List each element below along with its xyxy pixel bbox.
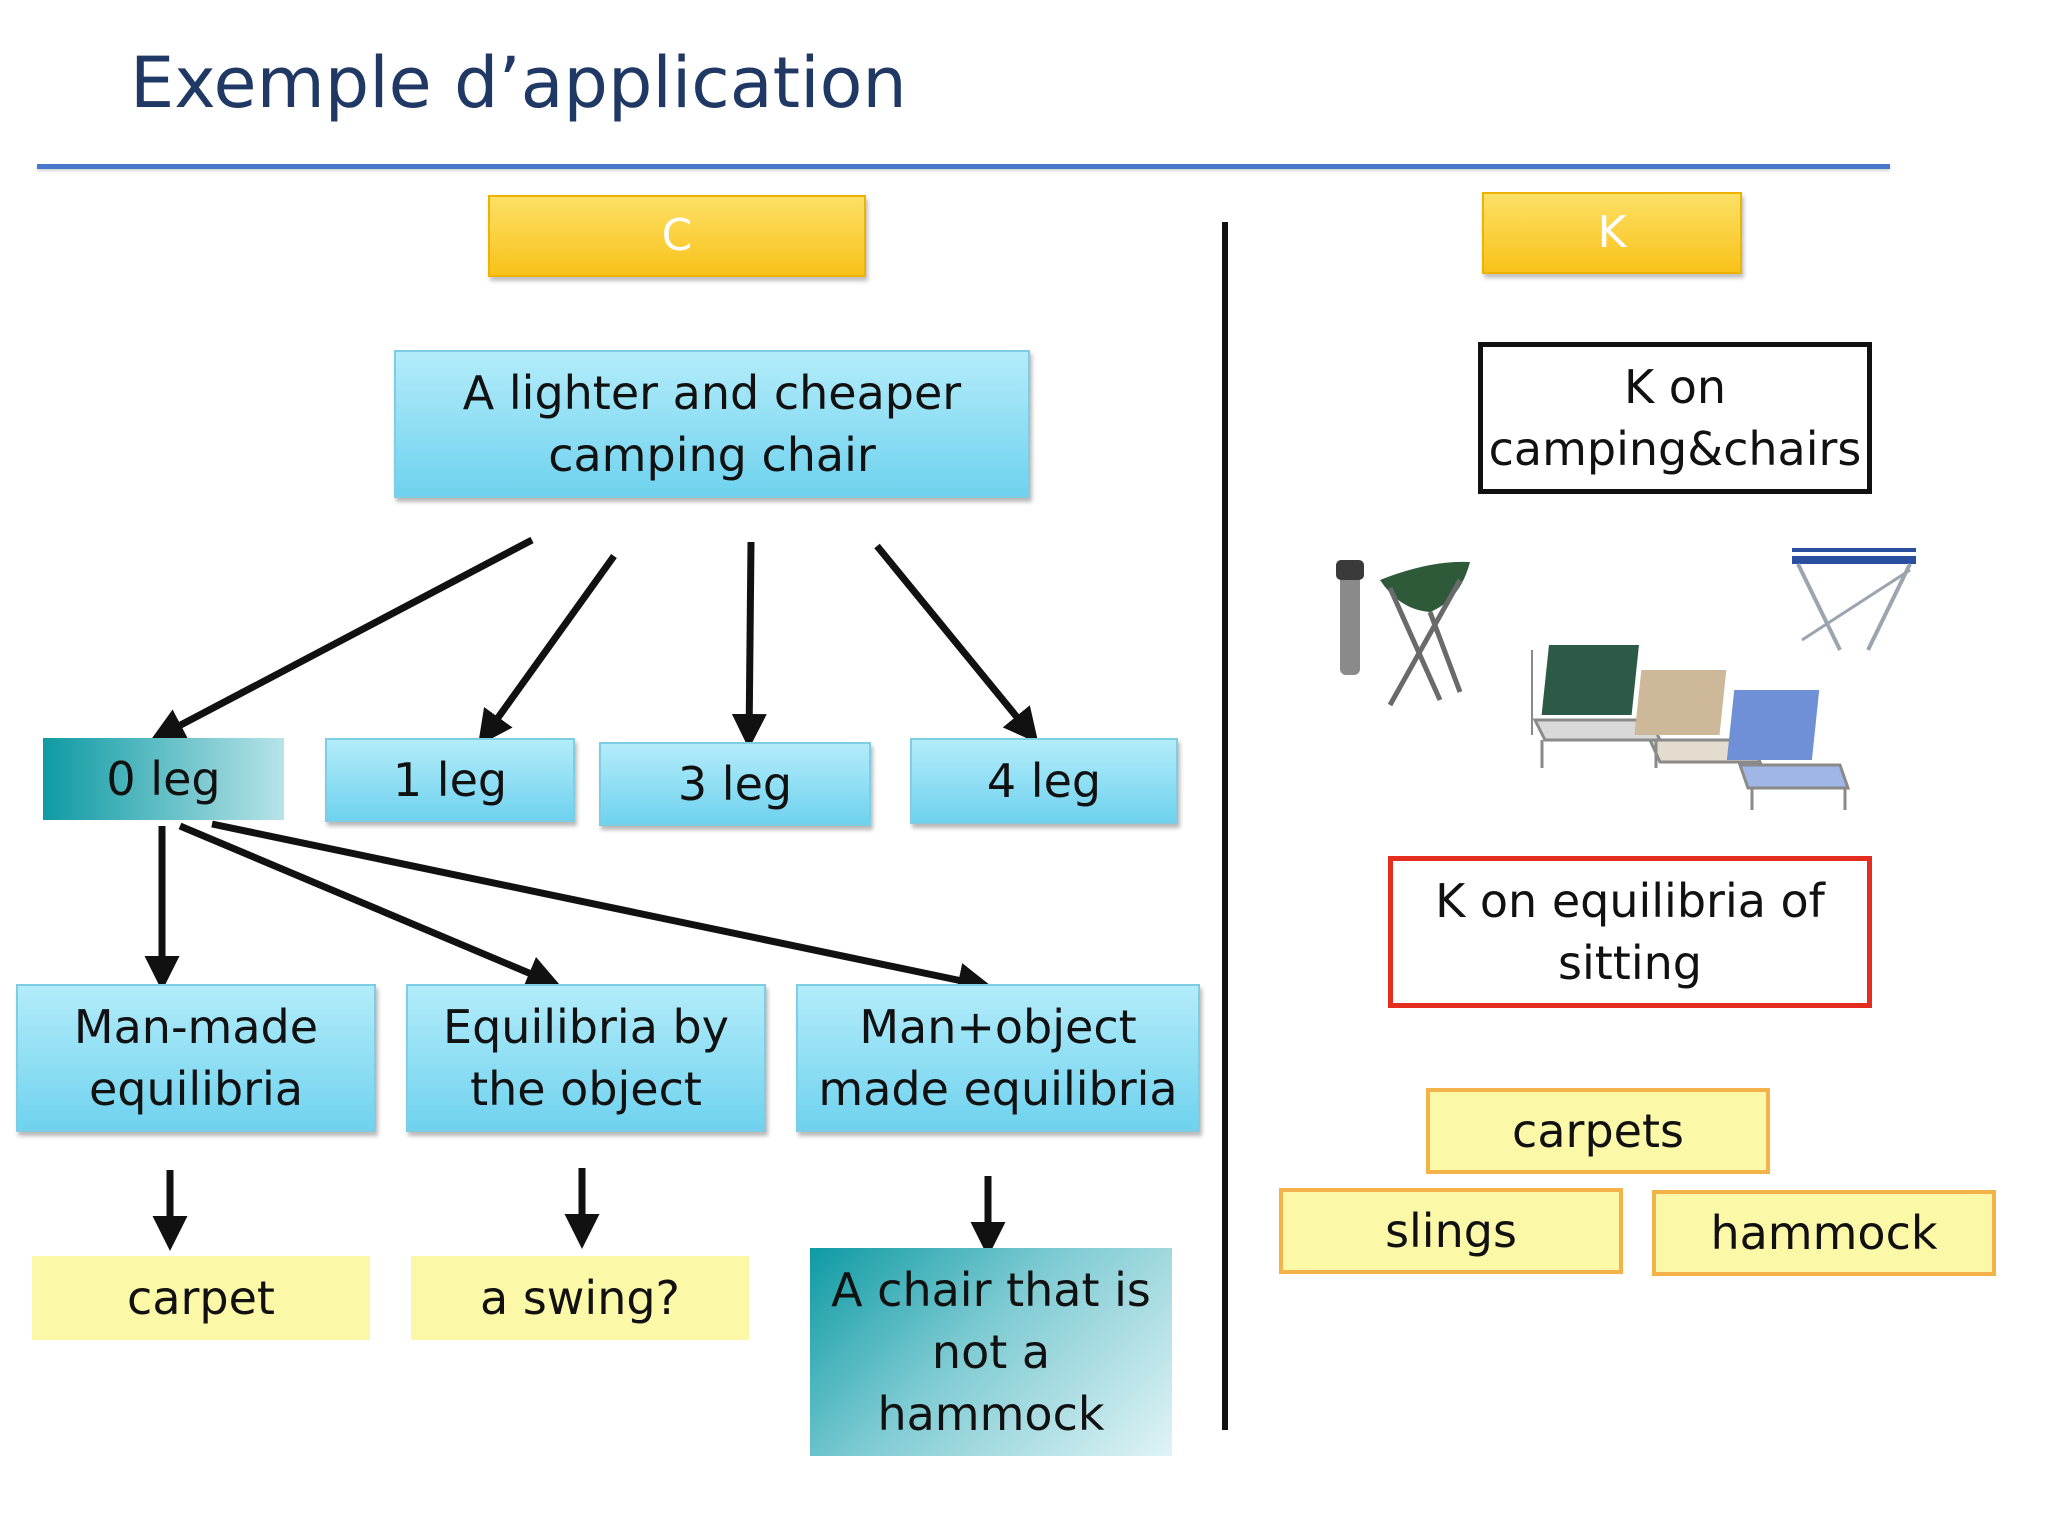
root-concept-box: A lighter and cheaper camping chair: [394, 350, 1030, 498]
root-line-2: camping chair: [548, 428, 876, 482]
leg-3-box: 3 leg: [599, 742, 871, 826]
k-equilibria-box: K on equilibria of sitting: [1388, 856, 1872, 1008]
folding-stool-illustration: [1792, 548, 1916, 651]
slings-label: slings: [1385, 1204, 1517, 1258]
k-equilibria-line-2: sitting: [1558, 936, 1702, 990]
leg-0-label: 0 leg: [106, 752, 221, 806]
k-camping-box: K on camping&chairs: [1478, 342, 1872, 494]
page-title: Exemple d’application: [130, 42, 907, 124]
carpet-label: carpet: [127, 1271, 275, 1325]
swing-label: a swing?: [480, 1271, 680, 1325]
low-chairs-illustration: [1531, 645, 1851, 810]
object-line-2: the object: [470, 1062, 702, 1116]
object-equilibria-box: Equilibria by the object: [406, 984, 766, 1132]
carpet-result: carpet: [32, 1256, 370, 1340]
hammock-line-1: A chair that is: [831, 1263, 1151, 1317]
arrow-root-to-4leg: [874, 543, 1039, 744]
arrow-root-to-3leg: [731, 541, 767, 749]
k-camping-line-1: K on: [1623, 360, 1727, 414]
hammock-line-2: not a: [931, 1325, 1051, 1379]
hammock-item: hammock: [1652, 1190, 1996, 1276]
hammock-label: hammock: [1710, 1206, 1938, 1260]
leg-4-box: 4 leg: [910, 738, 1178, 824]
leg-0-box: 0 leg: [43, 738, 284, 820]
carpets-label: carpets: [1512, 1104, 1684, 1158]
manmade-equilibria-box: Man-made equilibria: [16, 984, 376, 1132]
manobject-equilibria-box: Man+object made equilibria: [796, 984, 1200, 1132]
arrow-0leg-to-manobject: [211, 820, 993, 998]
arrow-root-to-0leg: [149, 536, 534, 742]
swing-result: a swing?: [411, 1256, 749, 1340]
manmade-line-2: equilibria: [88, 1062, 304, 1116]
c-header: C: [488, 195, 866, 277]
manobject-line-2: made equilibria: [818, 1062, 1178, 1116]
k-header-label: K: [1597, 207, 1627, 258]
manobject-line-1: Man+object: [859, 1000, 1137, 1054]
root-line-1: A lighter and cheaper: [462, 366, 962, 420]
leg-4-label: 4 leg: [986, 754, 1102, 808]
k-camping-line-2: camping&chairs: [1488, 422, 1862, 476]
arrow-0leg-to-object: [178, 822, 562, 990]
manmade-line-1: Man-made: [73, 1000, 319, 1054]
leg-3-label: 3 leg: [677, 757, 793, 811]
camping-chairs-image: [1336, 548, 1916, 810]
leg-1-label: 1 leg: [392, 753, 508, 807]
panel-divider: [1222, 222, 1228, 1430]
k-equilibria-line-1: K on equilibria of: [1435, 874, 1825, 928]
title-underline: [37, 164, 1890, 169]
arrow-root-to-1leg: [477, 553, 617, 746]
leg-1-box: 1 leg: [325, 738, 575, 822]
carpets-item: carpets: [1426, 1088, 1770, 1174]
c-header-label: C: [661, 210, 693, 261]
slings-item: slings: [1279, 1188, 1623, 1274]
hammock-line-3: hammock: [877, 1387, 1105, 1441]
k-header: K: [1482, 192, 1742, 274]
hammock-result: A chair that is not a hammock: [810, 1248, 1172, 1456]
object-line-1: Equilibria by: [443, 1000, 729, 1054]
tripod-stool-illustration: [1336, 560, 1470, 707]
